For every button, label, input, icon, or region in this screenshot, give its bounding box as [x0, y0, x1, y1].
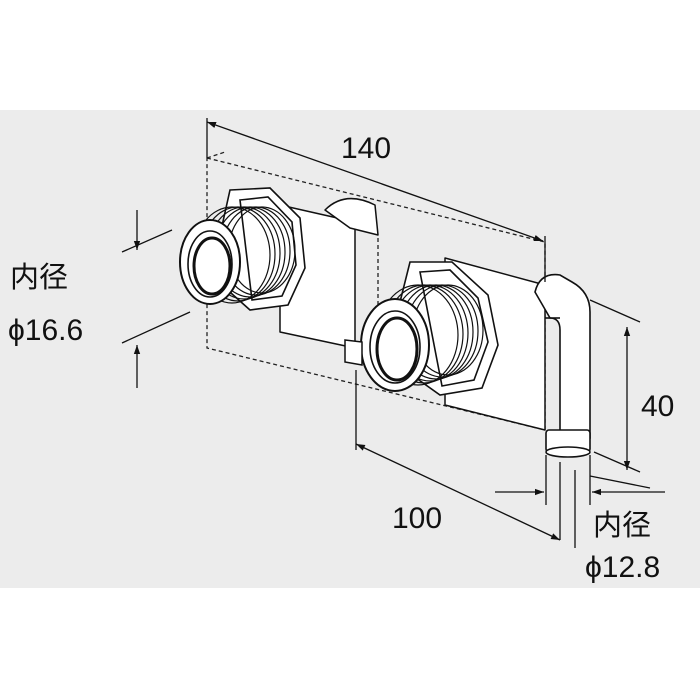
inlet-diameter: ϕ16.6 — [8, 314, 84, 347]
outlet-elbow — [534, 273, 591, 458]
dimension-lines — [121, 118, 665, 548]
dimension-total-width: 140 — [341, 132, 392, 165]
outlet-label: 内径 — [593, 510, 652, 542]
outlet-diameter: ϕ12.8 — [585, 551, 661, 584]
inlet-label: 内径 — [10, 262, 69, 294]
inlet-thread-right — [377, 284, 484, 386]
dimension-outlet-height: 40 — [641, 390, 675, 423]
inlet-fitting-right — [360, 261, 499, 396]
inlet-fitting-left — [179, 187, 306, 311]
drain-stub — [344, 339, 363, 366]
dimension-pitch: 100 — [392, 502, 443, 535]
